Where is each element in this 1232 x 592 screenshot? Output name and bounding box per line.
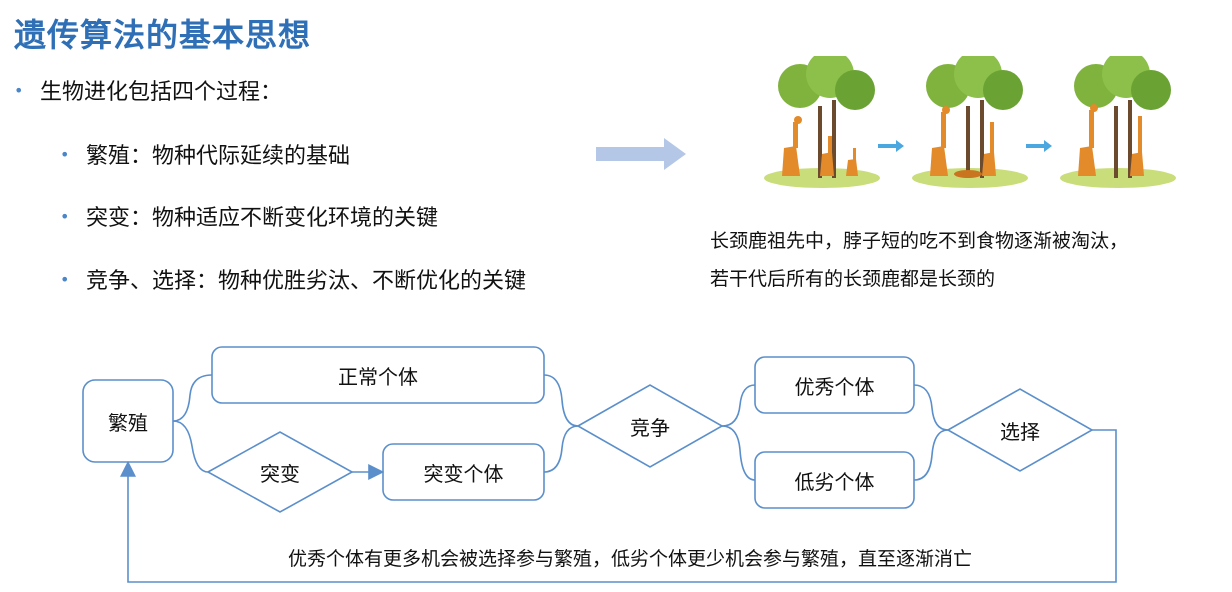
connector-line [913, 429, 949, 481]
main-bullet: • 生物进化包括四个过程： [14, 74, 282, 106]
right-arrow-icon [596, 138, 686, 170]
compete-label: 竞争 [630, 415, 670, 440]
sub-bullet-text: 竞争、选择：物种优胜劣汰、不断优化的关键 [86, 269, 527, 294]
connector-line [172, 374, 213, 422]
slide-title: 遗传算法的基本思想 [14, 16, 312, 54]
giraffe-evolution-illustration [764, 56, 1176, 188]
bullet-dot-icon: • [14, 80, 24, 100]
mutation-label: 突变 [260, 461, 300, 486]
normal-label: 正常个体 [338, 364, 418, 389]
giraffe-scene-1 [764, 56, 880, 188]
connector-line [721, 425, 756, 481]
feedback-arrow [120, 429, 1117, 583]
connector-line [913, 384, 949, 431]
progress-arrow-icon [878, 140, 904, 152]
main-bullet-text: 生物进化包括四个过程： [40, 80, 283, 105]
connector-line [721, 384, 756, 427]
giraffe-scene-3 [1060, 56, 1176, 188]
sub-bullet-text: 繁殖：物种代际延续的基础 [86, 144, 351, 169]
mutant-label: 突变个体 [423, 461, 504, 486]
sub-bullet: • 突变：物种适应不断变化环境的关键 [60, 200, 438, 232]
giraffe-note-line1: 长颈鹿祖先中，脖子短的吃不到食物逐渐被淘汰， [710, 230, 1129, 252]
connector-line [543, 425, 579, 473]
bullet-dot-icon: • [60, 269, 70, 289]
bullet-dot-icon: • [60, 206, 70, 226]
inferior-label: 低劣个体 [794, 469, 875, 494]
progress-arrow-icon [1026, 140, 1052, 152]
connector-line [543, 374, 579, 427]
sub-bullet: • 繁殖：物种代际延续的基础 [60, 138, 350, 170]
connector-line [172, 420, 209, 473]
sub-bullet-text: 突变：物种适应不断变化环境的关键 [86, 206, 439, 231]
reproduce-label: 繁殖 [108, 410, 148, 435]
giraffe-scene-2 [912, 56, 1028, 188]
feedback-label: 优秀个体有更多机会被选择参与繁殖，低劣个体更少机会参与繁殖，直至逐渐消亡 [287, 547, 972, 570]
superior-label: 优秀个体 [794, 374, 875, 399]
giraffe-note-line2: 若干代后所有的长颈鹿都是长颈的 [710, 268, 996, 290]
bullet-dot-icon: • [60, 144, 70, 164]
sub-bullet: • 竞争、选择：物种优胜劣汰、不断优化的关键 [60, 263, 526, 295]
select-label: 选择 [1000, 419, 1040, 444]
